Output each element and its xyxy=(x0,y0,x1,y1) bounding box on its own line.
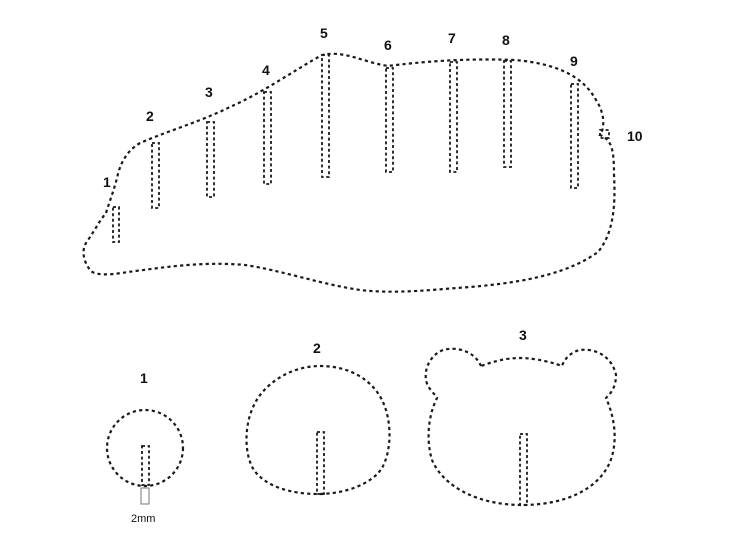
piece-2-outline xyxy=(245,364,391,496)
slot-1 xyxy=(112,206,120,243)
slot-label-7: 7 xyxy=(448,30,456,46)
slot-8 xyxy=(503,60,512,168)
slot-4 xyxy=(263,91,272,185)
piece-1-label: 1 xyxy=(140,370,148,386)
slot-9 xyxy=(570,83,579,189)
body-piece-outline xyxy=(82,52,616,293)
slot-label-3: 3 xyxy=(205,84,213,100)
slot-label-6: 6 xyxy=(384,37,392,53)
slot-label-1: 1 xyxy=(103,174,111,190)
piece-2-slot xyxy=(316,431,325,495)
piece-1-slot xyxy=(141,445,150,486)
slot-6 xyxy=(385,67,394,173)
piece-2-label: 2 xyxy=(313,340,321,356)
slot-label-10: 10 xyxy=(627,128,643,144)
piece-3-slot xyxy=(519,433,528,506)
slot-width-indicator xyxy=(140,487,150,505)
piece-1-outline xyxy=(105,408,185,488)
slot-label-8: 8 xyxy=(502,32,510,48)
slot-10 xyxy=(599,129,610,139)
slot-label-5: 5 xyxy=(320,25,328,41)
slot-label-4: 4 xyxy=(262,62,270,78)
slot-3 xyxy=(206,121,215,198)
piece-3-outline xyxy=(424,347,618,507)
slot-7 xyxy=(449,61,458,173)
slot-2 xyxy=(151,142,160,209)
piece-3-label: 3 xyxy=(519,327,527,343)
slot-label-9: 9 xyxy=(570,53,578,69)
slot-5 xyxy=(321,54,330,178)
slot-label-2: 2 xyxy=(146,108,154,124)
dimension-label: 2mm xyxy=(131,513,155,525)
